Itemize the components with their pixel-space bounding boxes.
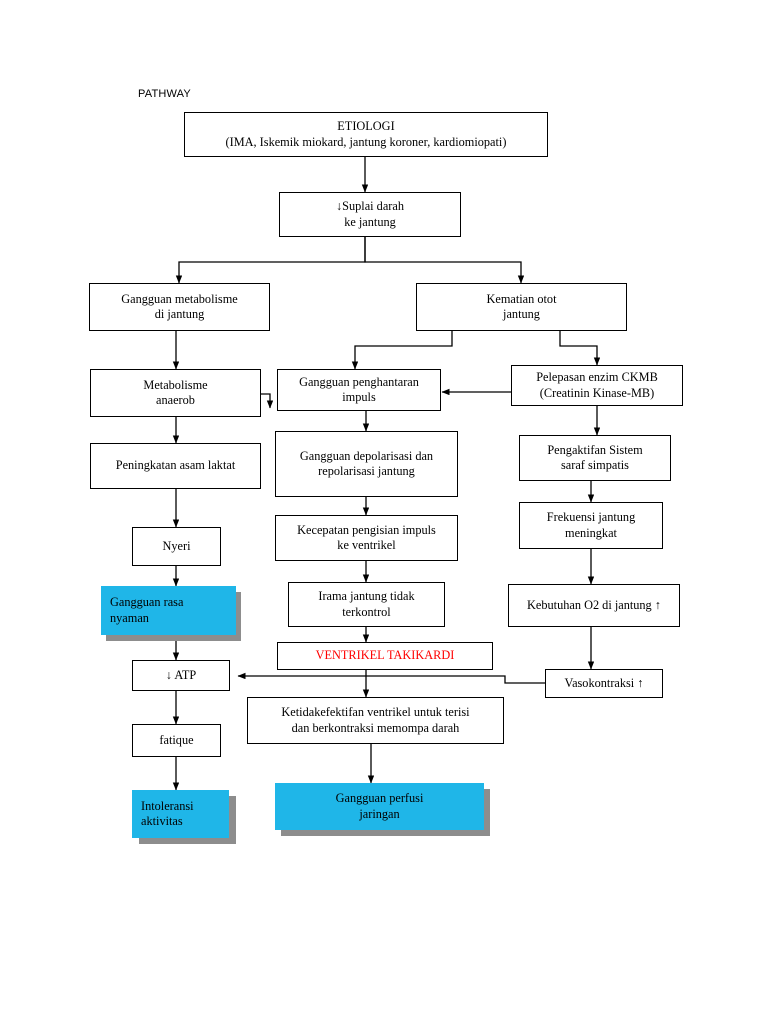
node-nyeri: Nyeri [132, 527, 221, 566]
node-metabolisme-anaerob: Metabolisme anaerob [90, 369, 261, 417]
node-frekuensi-jantung: Frekuensi jantung meningkat [519, 502, 663, 549]
node-pengaktifan-simpatis: Pengaktifan Sistem saraf simpatis [519, 435, 671, 481]
node-intoleransi-aktivitas: Intoleransi aktivitas [132, 790, 229, 838]
node-vasokontraksi: Vasokontraksi ↑ [545, 669, 663, 698]
node-gangguan-perfusi: Gangguan perfusi jaringan [275, 783, 484, 830]
node-pelepasan-ckmb: Pelepasan enzim CKMB (Creatinin Kinase-M… [511, 365, 683, 406]
node-gangguan-penghantaran: Gangguan penghantaran impuls [277, 369, 441, 411]
page-title: PATHWAY [138, 88, 191, 100]
node-peningkatan-asam-laktat: Peningkatan asam laktat [90, 443, 261, 489]
node-atp: ↓ ATP [132, 660, 230, 691]
node-kematian-otot: Kematian otot jantung [416, 283, 627, 331]
node-gangguan-depolarisasi: Gangguan depolarisasi dan repolarisasi j… [275, 431, 458, 497]
node-suplai-darah: ↓Suplai darah ke jantung [279, 192, 461, 237]
node-fatique: fatique [132, 724, 221, 757]
node-gangguan-metabolisme: Gangguan metabolisme di jantung [89, 283, 270, 331]
node-etiologi: ETIOLOGI (IMA, Iskemik miokard, jantung … [184, 112, 548, 157]
node-ketidakefektifan: Ketidakefektifan ventrikel untuk terisi … [247, 697, 504, 744]
node-gangguan-rasa-nyaman: Gangguan rasa nyaman [101, 586, 236, 635]
node-kebutuhan-o2: Kebutuhan O2 di jantung ↑ [508, 584, 680, 627]
node-ventrikel-takikardi: VENTRIKEL TAKIKARDI [277, 642, 493, 670]
node-irama-jantung: Irama jantung tidak terkontrol [288, 582, 445, 627]
node-kecepatan-pengisian: Kecepatan pengisian impuls ke ventrikel [275, 515, 458, 561]
